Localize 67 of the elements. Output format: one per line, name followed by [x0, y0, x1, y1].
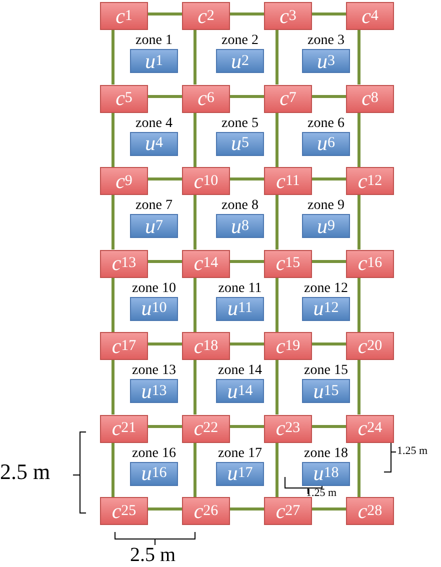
connector-line — [194, 30, 196, 84]
connector-line — [112, 195, 114, 250]
connector-line — [112, 30, 114, 84]
zone-label: zone 3 — [308, 34, 344, 48]
zone-label: zone 5 — [222, 116, 258, 130]
connector-line — [194, 195, 196, 250]
connector-line — [112, 278, 114, 332]
connector-line — [358, 112, 360, 167]
connector-line — [194, 112, 196, 167]
connector-line — [312, 260, 346, 263]
zone-label: zone 14 — [218, 364, 262, 378]
connector-line — [112, 360, 114, 414]
connector-line — [230, 260, 264, 263]
zone-label: zone 15 — [304, 364, 348, 378]
connector-line — [358, 195, 360, 250]
dimension-label: 2.5 m — [0, 461, 50, 483]
connector-line — [358, 442, 360, 497]
connector-line — [312, 508, 346, 510]
connector-line — [148, 260, 182, 263]
connector-line — [312, 178, 346, 180]
connector-line — [276, 112, 278, 167]
connector-line — [230, 508, 264, 510]
connector-line — [276, 30, 278, 84]
dimension-label: 1.25 m — [397, 446, 428, 457]
connector-line — [230, 178, 264, 180]
zone-label: zone 17 — [218, 446, 262, 460]
zone-label: zone 12 — [304, 282, 348, 296]
connector-line — [358, 360, 360, 414]
connector-line — [194, 442, 196, 497]
connector-line — [312, 95, 346, 98]
dimension-label: 1.25 m — [306, 488, 337, 499]
zone-label: zone 4 — [136, 116, 172, 130]
connector-line — [112, 112, 114, 167]
connector-line — [230, 342, 264, 346]
connector-line — [276, 360, 278, 414]
connector-line — [148, 425, 182, 428]
connector-line — [148, 342, 182, 346]
connector-line — [358, 30, 360, 84]
zone-label: zone 13 — [132, 364, 176, 378]
connector-line — [112, 442, 114, 497]
zone-label: zone 10 — [132, 282, 176, 296]
zone-label: zone 9 — [308, 199, 344, 213]
connector-line — [148, 95, 182, 98]
connector-line — [312, 342, 346, 346]
connector-line — [148, 12, 182, 16]
connector-line — [230, 95, 264, 98]
zone-label: zone 8 — [222, 199, 258, 213]
zone-label: zone 16 — [132, 446, 176, 460]
connector-line — [148, 508, 182, 510]
connector-line — [276, 278, 278, 332]
connector-line — [312, 425, 346, 428]
zone-label: zone 6 — [308, 116, 344, 130]
zone-label: zone 18 — [304, 446, 348, 460]
connector-line — [276, 195, 278, 250]
connector-line — [148, 178, 182, 180]
connector-line — [230, 425, 264, 428]
dimension-label: 2.5 m — [130, 545, 176, 565]
connector-line — [230, 12, 264, 16]
zone-label: zone 11 — [218, 282, 262, 296]
connector-line — [358, 278, 360, 332]
zone-label: zone 1 — [136, 34, 172, 48]
connector-line — [276, 442, 278, 497]
zone-label: zone 7 — [136, 199, 172, 213]
connector-line — [312, 12, 346, 16]
connector-line — [194, 360, 196, 414]
connector-line — [194, 278, 196, 332]
zone-label: zone 2 — [222, 34, 258, 48]
